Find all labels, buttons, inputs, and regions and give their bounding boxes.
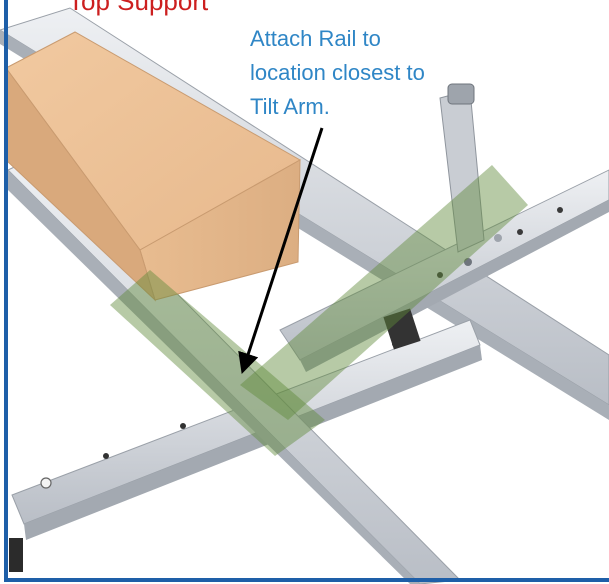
highlight-bands xyxy=(110,165,528,456)
bracket xyxy=(383,308,421,350)
cross-rail-back xyxy=(279,169,609,372)
cropped-header-text: Top Support xyxy=(68,0,209,16)
tilt-arm xyxy=(439,83,502,266)
frame-border xyxy=(4,0,609,582)
wood-block xyxy=(5,31,302,302)
callout-arrow xyxy=(238,127,324,374)
callout-text: Attach Rail to location closest to Tilt … xyxy=(250,26,425,119)
foot-block xyxy=(9,538,23,572)
